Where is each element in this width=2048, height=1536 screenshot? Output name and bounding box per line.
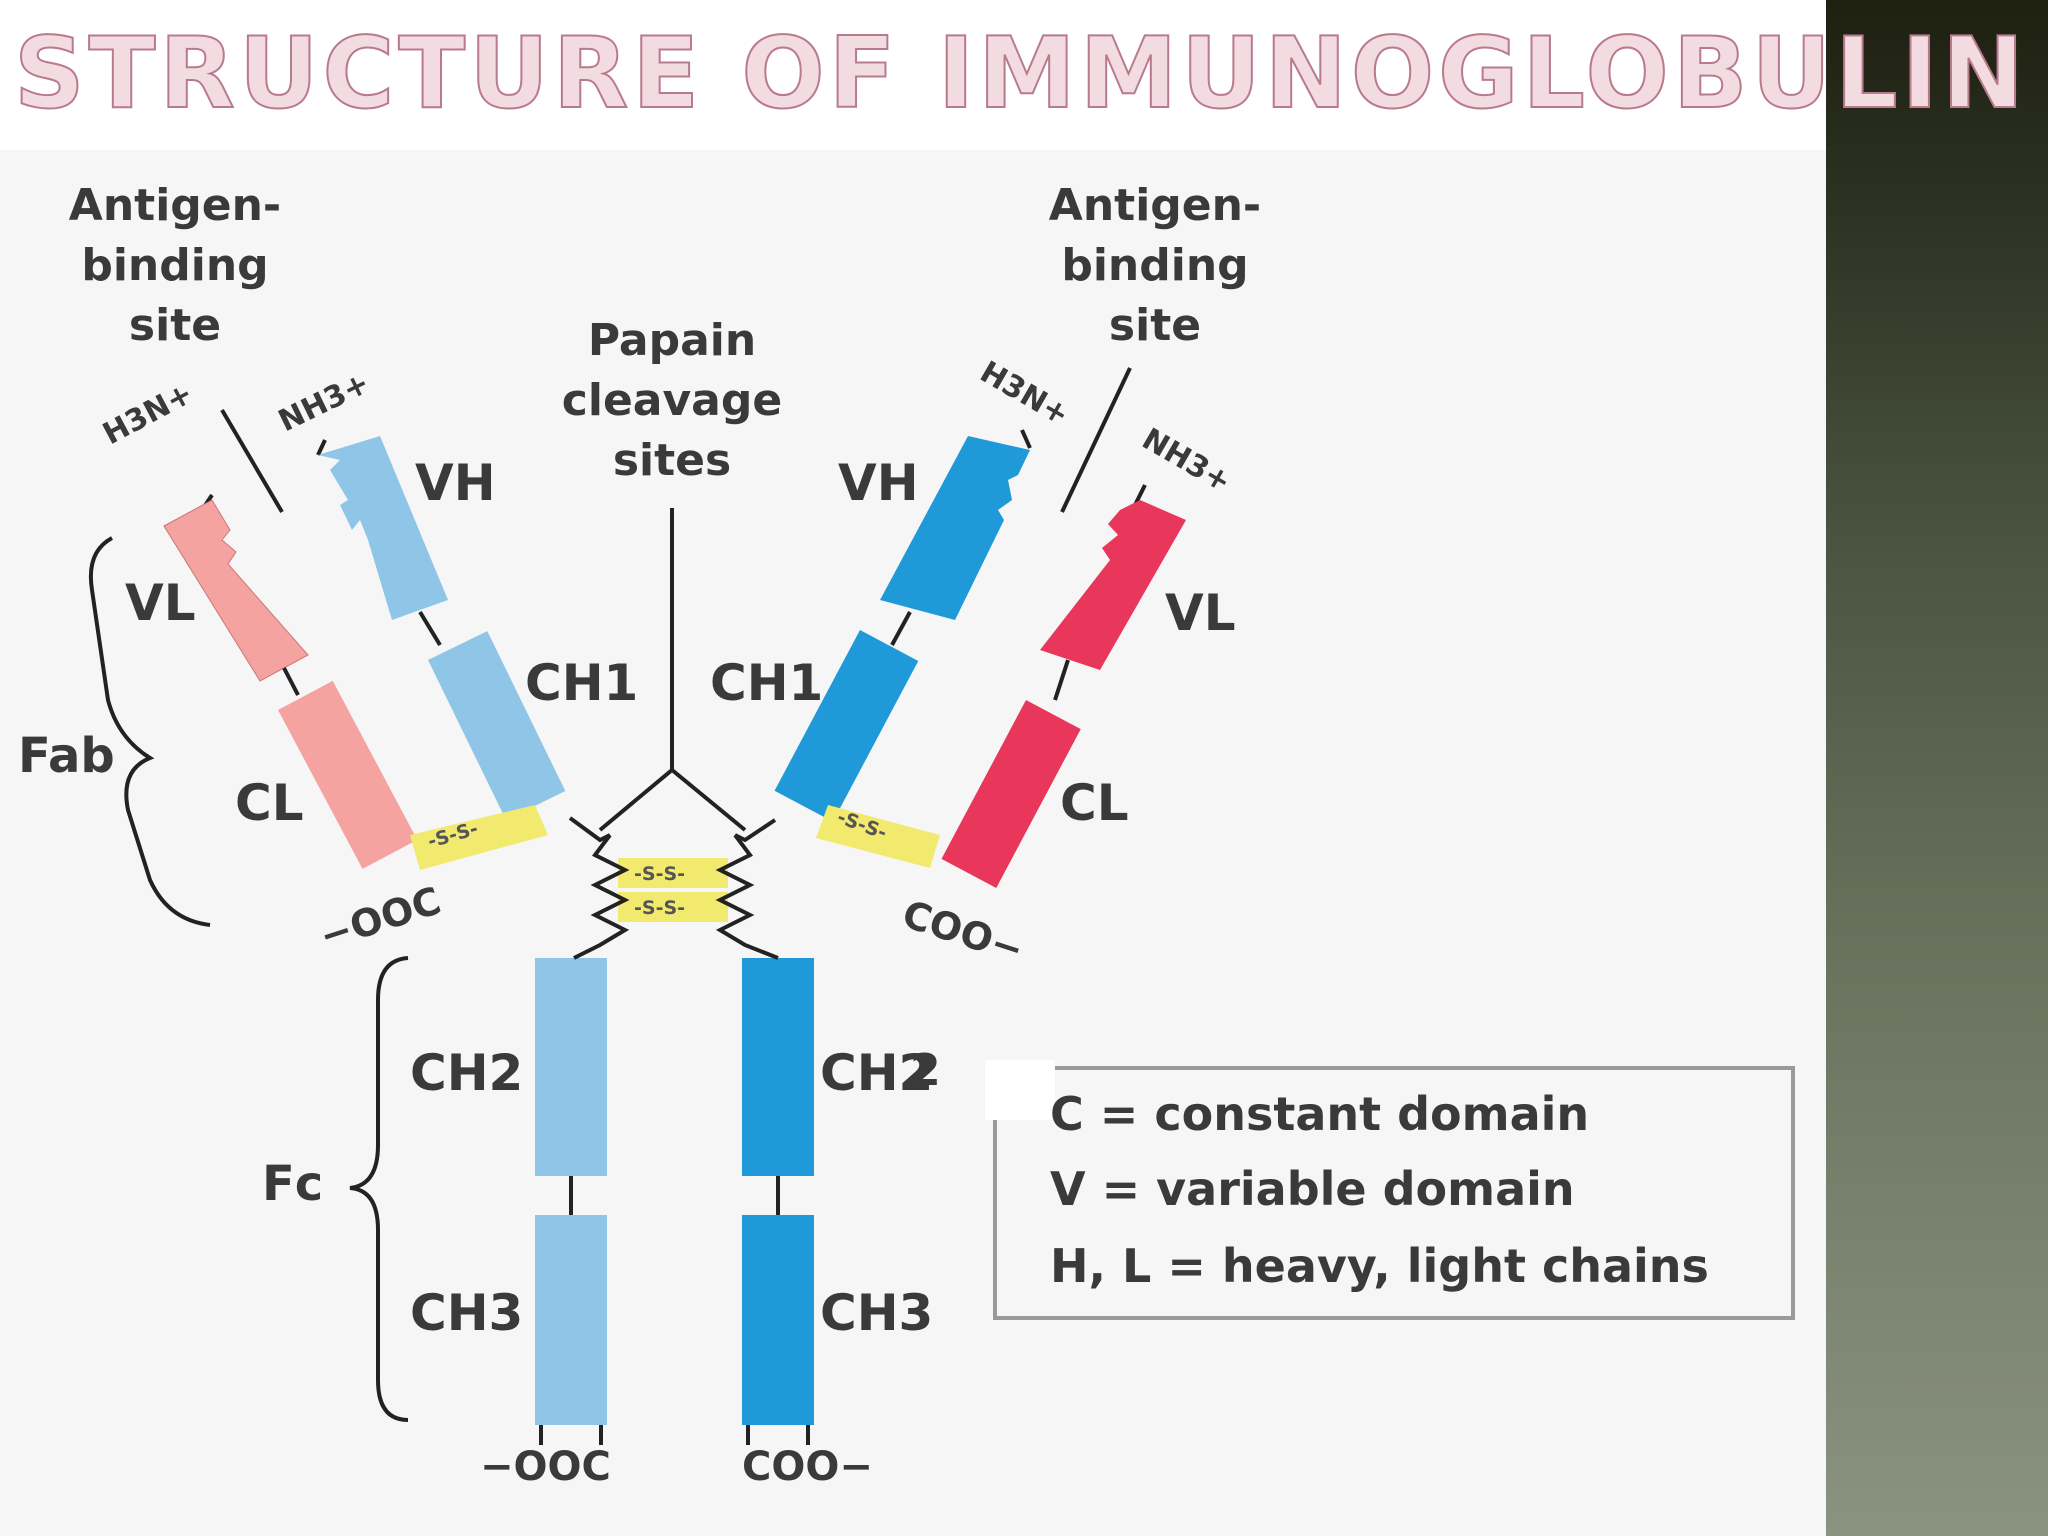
nh3-left-label: NH3+ — [273, 366, 375, 440]
ch3-right-domain — [742, 1215, 814, 1425]
disulfide-label-hinge-1: -S-S- — [634, 863, 685, 885]
disulfide-highlight-hinge-1 — [618, 858, 728, 888]
fab-label: Fab — [18, 728, 115, 784]
cl-left-domain — [278, 680, 418, 869]
heavy-chain-left — [316, 436, 566, 820]
heavy-chain-right — [774, 429, 1032, 822]
ooc-bottom-label: −OOC — [480, 1444, 611, 1490]
ch2-left-label: CH2 — [410, 1044, 523, 1102]
fc-left-heavy-chain — [535, 958, 607, 1445]
ch1-right-label: CH1 — [710, 654, 823, 712]
fab-brace — [89, 536, 211, 927]
fc-right-heavy-chain — [742, 958, 814, 1445]
disulfide-highlight-hinge-2 — [618, 892, 728, 922]
ch1-right-domain — [774, 630, 919, 822]
vh-left-label: VH — [415, 454, 496, 512]
coo-right-arm-label: COO− — [897, 892, 1029, 972]
legend-box: C = constant domain V = variable domain … — [985, 1060, 1795, 1320]
disulfide-bonds: -S-S- -S-S- -S-S- -S-S- — [410, 805, 940, 922]
ch1-left-domain — [428, 631, 566, 820]
ch3-right-label: CH3 — [820, 1284, 933, 1342]
ch2-left-domain — [535, 958, 607, 1176]
antigen-site-right-label: Antigen- binding site — [1049, 180, 1261, 351]
ch3-left-label: CH3 — [410, 1284, 523, 1342]
nh3-right-label: NH3+ — [1136, 422, 1237, 500]
svg-text:sites: sites — [613, 435, 731, 486]
ch3-left-domain — [535, 1215, 607, 1425]
cl-right-label: CL — [1060, 774, 1129, 832]
svg-text:cleavage: cleavage — [562, 375, 782, 426]
ch2-right-domain — [742, 958, 814, 1176]
svg-text:binding: binding — [1061, 240, 1248, 291]
coo-bottom-label: COO− — [742, 1444, 873, 1490]
disulfide-label-hinge-2: -S-S- — [634, 897, 685, 919]
svg-text:site: site — [129, 300, 221, 351]
vh-right-label: VH — [838, 454, 919, 512]
svg-text:Papain: Papain — [588, 315, 756, 366]
light-chain-left — [163, 493, 418, 869]
svg-text:binding: binding — [81, 240, 268, 291]
h3n-left-label: H3N+ — [97, 376, 198, 452]
legend-item-chains: H, L = heavy, light chains — [1050, 1239, 1709, 1293]
vl-right-domain — [1040, 500, 1186, 670]
legend-item-variable: V = variable domain — [1050, 1162, 1575, 1216]
slide-title: STRUCTURE OF IMMUNOGLOBULIN — [13, 16, 2029, 132]
vl-right-label: VL — [1165, 584, 1236, 642]
svg-text:Antigen-: Antigen- — [69, 180, 281, 231]
antigen-site-left-label: Antigen- binding site — [69, 180, 281, 351]
ooc-left-arm-label: −OOC — [314, 878, 446, 958]
disulfide-highlight-right-arm — [816, 805, 940, 868]
svg-text:site: site — [1109, 300, 1201, 351]
light-chain-right — [941, 484, 1186, 889]
vl-left-label: VL — [125, 574, 196, 632]
svg-text:Antigen-: Antigen- — [1049, 180, 1261, 231]
papain-cleavage-label: Papain cleavage sites — [562, 315, 782, 486]
fc-label: Fc — [262, 1156, 323, 1212]
cl-right-domain — [941, 700, 1081, 889]
overlay-digit: 2 — [910, 1045, 941, 1096]
hinge-region — [220, 367, 1132, 960]
decorative-sidebar — [1826, 0, 2048, 1536]
ch2-right-label: CH2 — [820, 1044, 933, 1102]
ch1-left-label: CH1 — [525, 654, 638, 712]
legend-item-constant: C = constant domain — [1050, 1087, 1589, 1141]
cl-left-label: CL — [235, 774, 304, 832]
vl-left-domain — [163, 499, 309, 682]
fc-brace — [349, 956, 409, 1422]
disulfide-highlight-left-arm — [410, 805, 548, 870]
h3n-right-label: H3N+ — [974, 355, 1075, 433]
vh-right-domain — [880, 436, 1030, 620]
vh-left-domain — [318, 436, 448, 620]
